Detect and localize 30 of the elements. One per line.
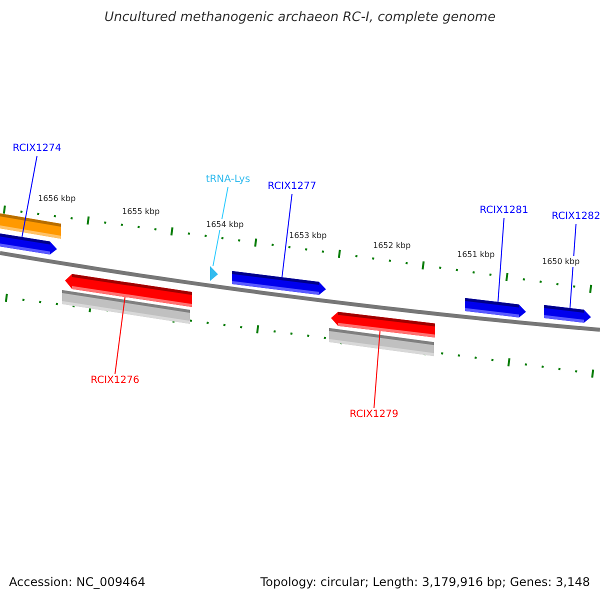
gene-block: [0, 233, 57, 256]
gene-block: [232, 271, 326, 296]
scale-label: 1650 kbp: [542, 256, 580, 267]
gene-label: RCIX1281: [480, 205, 528, 217]
gene-label: RCIX1274: [12, 143, 62, 155]
gene-block: [544, 305, 591, 324]
leader-line: [114, 296, 126, 374]
gene-label: RCIX1276: [90, 375, 140, 387]
scale-label: 1654 kbp: [206, 219, 244, 230]
leader-line: [22, 156, 38, 238]
gene-label: tRNA-Lys: [206, 174, 250, 186]
scale-label: 1656 kbp: [38, 193, 76, 204]
leader-line: [498, 218, 504, 302]
gene-block: [65, 273, 192, 308]
trna-marker: [210, 266, 218, 281]
gene-block: [331, 311, 435, 338]
accession-text: Accession: NC_009464: [9, 575, 146, 590]
leader-line: [570, 224, 576, 309]
gene-label: RCIX1277: [268, 181, 316, 193]
scale-label: 1655 kbp: [122, 206, 160, 217]
gene-label: RCIX1282: [552, 211, 600, 223]
scale-label: 1652 kbp: [373, 240, 411, 251]
topology-text: Topology: circular; Length: 3,179,916 bp; Genes: 3,148: [260, 575, 590, 590]
title: Uncultured methanogenic archaeon RC-I, complete genome: [103, 10, 497, 26]
leader-line: [374, 330, 380, 408]
gene-block: [465, 298, 526, 318]
scale-label: 1653 kbp: [289, 230, 327, 241]
leader-line: [282, 194, 292, 278]
gene-label: RCIX1279: [350, 409, 398, 421]
scale-label: 1651 kbp: [457, 249, 495, 260]
